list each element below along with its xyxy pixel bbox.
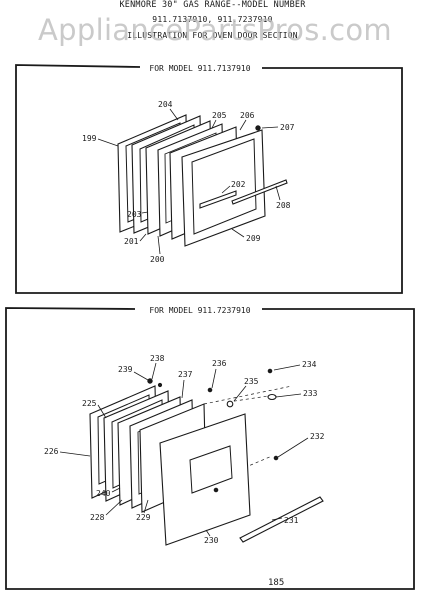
leader-line xyxy=(133,371,149,381)
part-number: 228 xyxy=(90,513,105,522)
part-number: 209 xyxy=(246,234,261,243)
part-number: 208 xyxy=(276,201,291,210)
leader-line xyxy=(261,126,279,129)
leader-line xyxy=(97,404,107,419)
leader-line xyxy=(221,185,231,194)
part-number: 226 xyxy=(44,447,59,456)
panel-label: FOR MODEL 911.7237910 xyxy=(149,306,250,315)
leader-line xyxy=(59,451,91,457)
door-emblem-dot xyxy=(213,487,219,493)
part-number: 234 xyxy=(302,360,317,369)
outer-door-window xyxy=(191,138,257,235)
screw xyxy=(147,378,153,384)
part-number: 201 xyxy=(124,237,139,246)
leader-line xyxy=(97,138,119,147)
part-number: 207 xyxy=(280,123,295,132)
panel-border xyxy=(15,64,403,294)
leader-line xyxy=(271,517,283,521)
page-number: 185 xyxy=(268,578,285,588)
oven-door-assembly xyxy=(89,368,324,546)
part-callouts: 199 200 201 202 203 204 205 206 207 208 xyxy=(82,100,295,264)
door-handle xyxy=(199,190,237,209)
watermark: AppliancePartsPros.com xyxy=(38,13,392,47)
part-number: 235 xyxy=(244,377,259,386)
part-number: 202 xyxy=(231,180,246,189)
diagram-title: KENMORE 30" GAS RANGE--MODEL NUMBER xyxy=(119,0,306,10)
leader-line xyxy=(239,119,247,131)
screw xyxy=(273,455,279,461)
outer-door-window xyxy=(189,445,233,494)
part-number: 231 xyxy=(284,516,299,525)
part-number: 230 xyxy=(204,536,219,545)
part-number: 225 xyxy=(82,399,97,408)
door-handle-bar xyxy=(239,496,324,543)
leader-line xyxy=(157,235,161,255)
panel-model-7137910: FOR MODEL 911.7137910 xyxy=(15,64,403,294)
leader-line xyxy=(205,529,211,537)
leader-line xyxy=(273,364,301,371)
panel-model-7237910: FOR MODEL 911.7237910 xyxy=(5,306,415,590)
panel-label: FOR MODEL 911.7137910 xyxy=(149,64,250,73)
leader-line xyxy=(111,487,121,493)
screw xyxy=(157,382,163,388)
part-number: 240 xyxy=(96,489,111,498)
panel-border xyxy=(5,307,415,590)
clip xyxy=(267,393,277,401)
leader-line xyxy=(181,379,185,399)
illustration-caption: ILLUSTRATION FOR OVEN DOOR SECTION xyxy=(127,31,298,40)
part-number: 236 xyxy=(212,359,227,368)
screw xyxy=(255,125,261,131)
alignment-line xyxy=(203,385,293,405)
leader-line xyxy=(233,385,247,402)
alignment-line xyxy=(227,395,269,403)
leader-line xyxy=(231,228,245,238)
part-number: 238 xyxy=(150,354,165,363)
leader-line xyxy=(141,211,149,214)
screw xyxy=(267,368,273,374)
leader-line xyxy=(169,108,179,121)
leader-line xyxy=(211,119,217,129)
part-number: 229 xyxy=(136,513,151,522)
part-callouts: 225 226 228 229 230 231 232 233 234 235 xyxy=(44,354,325,545)
part-number: 205 xyxy=(212,111,227,120)
leader-line xyxy=(143,499,149,514)
outer-door-panel xyxy=(181,129,266,247)
leader-line xyxy=(275,185,281,201)
part-number: 206 xyxy=(240,111,255,120)
part-number: 204 xyxy=(158,100,173,109)
part-number: 203 xyxy=(127,210,142,219)
part-number: 239 xyxy=(118,365,133,374)
part-number: 200 xyxy=(150,255,165,264)
leader-line xyxy=(151,362,157,380)
door-trim xyxy=(231,179,288,205)
part-number: 237 xyxy=(178,370,193,379)
screw xyxy=(207,387,213,393)
washer xyxy=(226,400,234,408)
model-numbers: 911.7137910, 911.7237910 xyxy=(152,15,273,24)
leader-line xyxy=(105,499,123,516)
oven-door-assembly xyxy=(117,114,288,247)
part-number: 233 xyxy=(303,389,318,398)
leader-line xyxy=(275,393,302,398)
leader-line xyxy=(211,368,217,389)
leader-line xyxy=(139,233,147,242)
part-number: 232 xyxy=(310,432,325,441)
part-number: 199 xyxy=(82,134,97,143)
leader-line xyxy=(277,437,309,458)
